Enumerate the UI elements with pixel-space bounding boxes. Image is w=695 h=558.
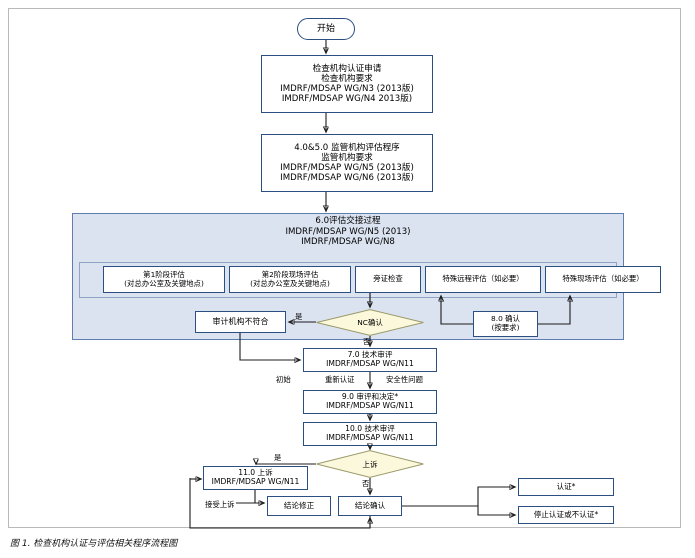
- special-remote-label: 特殊远程评估（如必要）: [442, 274, 524, 284]
- step2-line-1: 4.0&5.0 监管机构评估程序: [294, 142, 400, 153]
- stage1-line-2: (对总办公室及关键地点): [124, 278, 204, 288]
- edge-label-initial: 初始: [276, 375, 291, 384]
- node-audit-body-nonconformity[interactable]: 审计机构不符合: [195, 311, 286, 333]
- node-special-remote-assessment[interactable]: 特殊远程评估（如必要）: [425, 266, 541, 293]
- start-node[interactable]: 开始: [297, 18, 355, 40]
- node-8-confirmation[interactable]: 8.0 确认 (按要求): [473, 311, 538, 337]
- node-witness-inspection[interactable]: 旁证检查: [355, 266, 421, 293]
- conclusion-fix-label: 结论修正: [283, 500, 315, 510]
- stage2-line-1: 第2阶段现场评估: [261, 269, 319, 279]
- edge-label-recertification: 重新认证: [325, 375, 355, 384]
- step2-line-3: IMDRF/MDSAP WG/N5 (2013版): [280, 163, 414, 173]
- confirm8-line-2: (按要求): [491, 323, 520, 332]
- panel-6-title-line-3: IMDRF/MDSAP WG/N8: [301, 237, 395, 248]
- node-stage-2-onsite-assessment[interactable]: 第2阶段现场评估 (对总办公室及关键地点): [229, 266, 351, 293]
- figure-caption: 图 1. 检查机构认证与评估相关程序流程图: [10, 539, 178, 549]
- node-7-technical-review[interactable]: 7.0 技术审评 IMDRF/MDSAP WG/N11: [303, 348, 437, 372]
- node-conclusion-confirmation[interactable]: 结论确认: [338, 496, 402, 516]
- confirm8-line-1: 8.0 确认: [491, 314, 520, 324]
- step1-line-1: 检查机构认证申请: [312, 63, 382, 74]
- edge-label-appeal-yes: 是: [274, 453, 282, 462]
- stage2-line-2: (对总办公室及关键地点): [250, 278, 330, 288]
- step2-line-2: 监管机构要求: [321, 152, 373, 163]
- node-conclusion-correction[interactable]: 结论修正: [267, 496, 331, 516]
- node-inspection-body-application[interactable]: 检查机构认证申请 检查机构要求 IMDRF/MDSAP WG/N3 (2013版…: [261, 55, 433, 113]
- step10-line-1: 10.0 技术审评: [345, 424, 395, 434]
- step10-line-2: IMDRF/MDSAP WG/N11: [326, 433, 414, 442]
- decision-nc-confirmation[interactable]: NC确认: [316, 309, 424, 336]
- edge-label-appeal-no: 否: [362, 479, 370, 488]
- decision-appeal[interactable]: 上诉: [316, 450, 424, 478]
- witness-label: 旁证检查: [373, 274, 403, 284]
- edge-label-safety-issue: 安全性问题: [386, 375, 423, 384]
- node-11-appeal[interactable]: 11.0 上诉 IMDRF/MDSAP WG/N11: [203, 466, 308, 490]
- step11-line-1: 11.0 上诉: [238, 468, 273, 478]
- edge-label-nc-yes: 是: [295, 312, 303, 321]
- nonconform-label: 审计机构不符合: [212, 317, 269, 327]
- decision-appeal-label: 上诉: [362, 459, 378, 469]
- node-special-onsite-assessment[interactable]: 特殊现场评估（如必要）: [545, 266, 661, 293]
- decision-nc-shape: [316, 309, 424, 336]
- step7-line-1: 7.0 技术审评: [347, 350, 393, 360]
- edge-label-nc-no: 否: [363, 337, 371, 346]
- step2-line-4: IMDRF/MDSAP WG/N6 (2013版): [280, 173, 414, 184]
- node-9-review-and-decision[interactable]: 9.0 审评和决定* IMDRF/MDSAP WG/N11: [303, 390, 437, 414]
- stage1-line-1: 第1阶段评估: [143, 269, 185, 279]
- step7-line-2: IMDRF/MDSAP WG/N11: [326, 359, 414, 368]
- certify-label: 认证*: [556, 481, 576, 491]
- node-certification[interactable]: 认证*: [518, 478, 614, 496]
- step9-line-1: 9.0 审评和决定*: [341, 392, 399, 402]
- node-10-technical-review[interactable]: 10.0 技术审评 IMDRF/MDSAP WG/N11: [303, 422, 437, 446]
- step1-line-3: IMDRF/MDSAP WG/N3 (2013版): [280, 84, 414, 94]
- decision-nc-label: NC确认: [357, 318, 383, 327]
- special-onsite-label: 特殊现场评估（如必要）: [562, 274, 644, 284]
- conclusion-confirm-label: 结论确认: [354, 500, 386, 510]
- panel-6-title-line-2: IMDRF/MDSAP WG/N5 (2013): [285, 226, 411, 237]
- step1-line-4: IMDRF/MDSAP WG/N4 2013版): [281, 94, 413, 105]
- decision-appeal-shape: [316, 450, 424, 478]
- step9-line-2: IMDRF/MDSAP WG/N11: [326, 401, 414, 410]
- node-regulator-assessment-procedure[interactable]: 4.0&5.0 监管机构评估程序 监管机构要求 IMDRF/MDSAP WG/N…: [261, 134, 433, 192]
- start-label: 开始: [316, 23, 335, 34]
- edge-label-accept-appeal: 接受上诉: [205, 500, 235, 509]
- node-stage-1-assessment[interactable]: 第1阶段评估 (对总办公室及关键地点): [103, 266, 225, 293]
- stop-certify-label: 停止认证或不认证*: [533, 509, 599, 519]
- panel-6-title-line-1: 6.0评估交接过程: [315, 216, 381, 226]
- step1-line-2: 检查机构要求: [321, 73, 373, 84]
- step11-line-2: IMDRF/MDSAP WG/N11: [211, 477, 300, 486]
- panel-6-title: 6.0评估交接过程 IMDRF/MDSAP WG/N5 (2013) IMDRF…: [72, 216, 624, 248]
- node-stop-or-deny-certification[interactable]: 停止认证或不认证*: [518, 506, 614, 524]
